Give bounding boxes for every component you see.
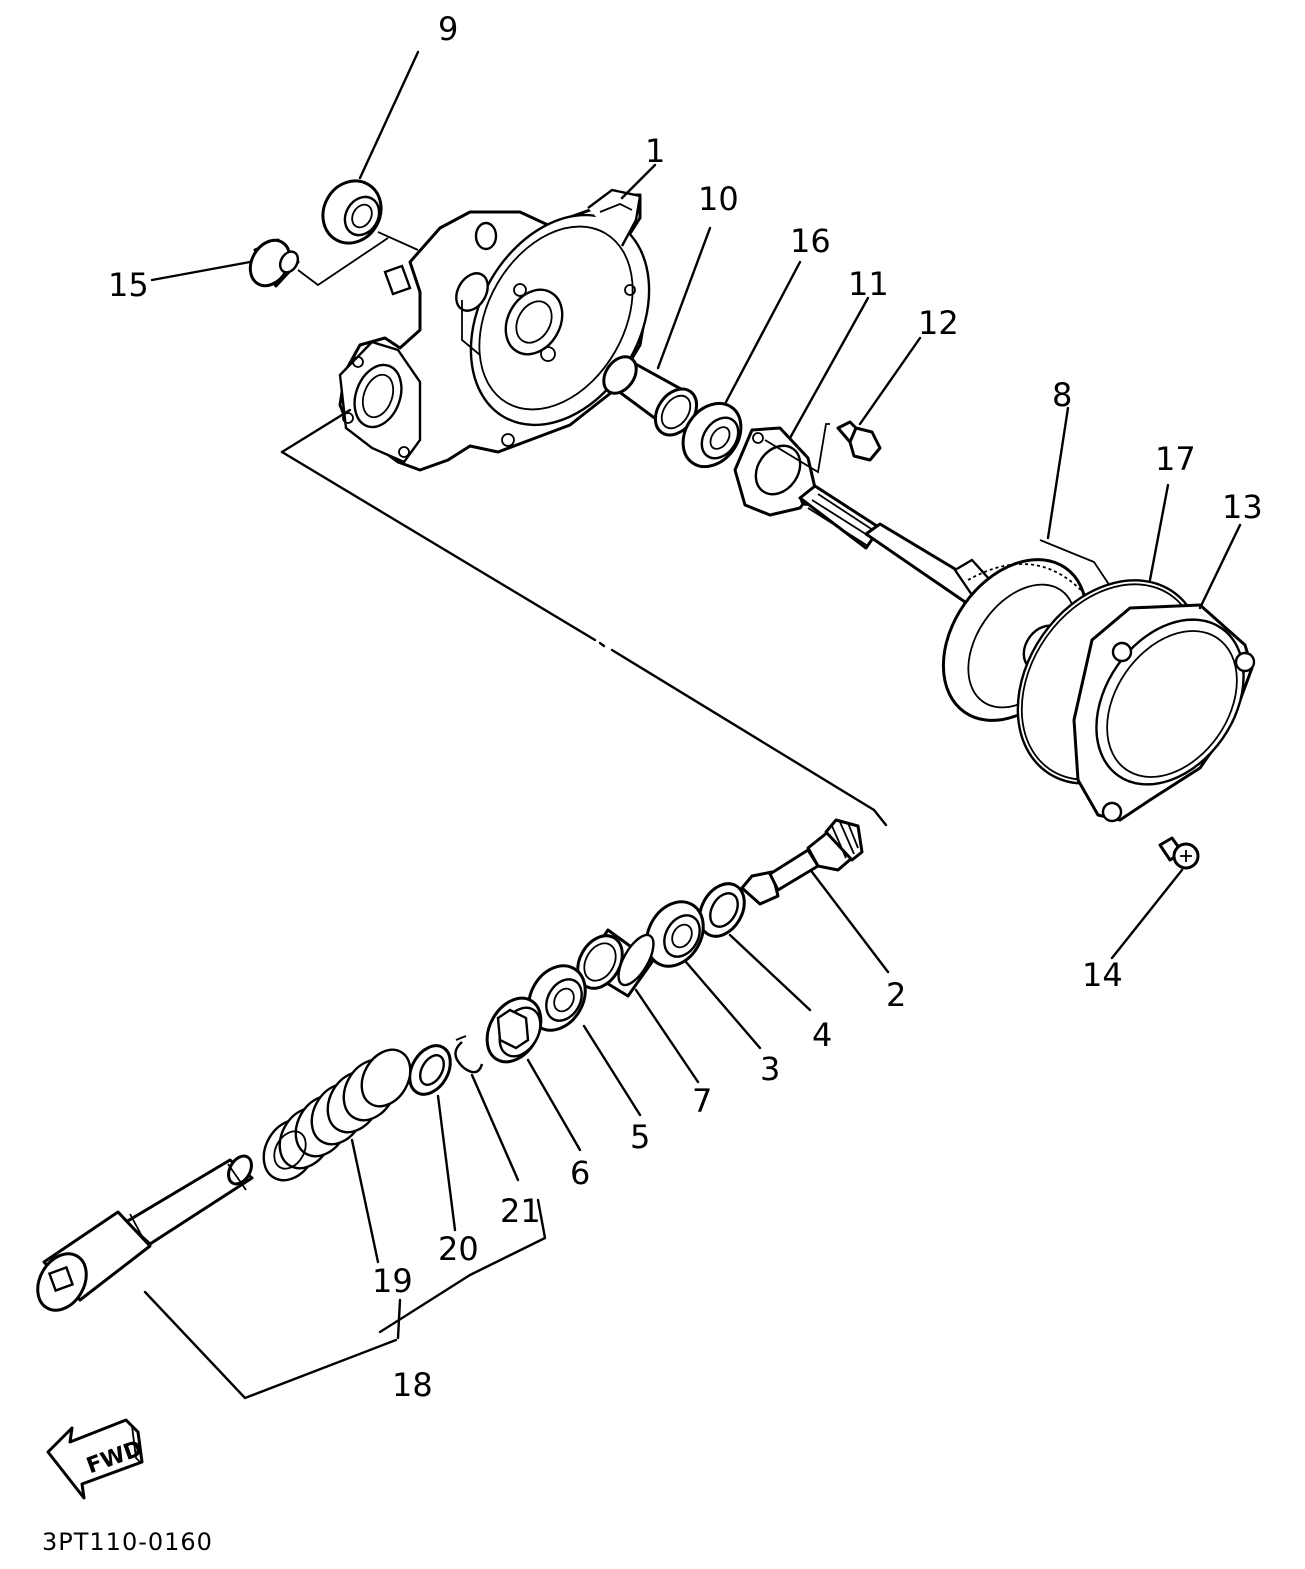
- label-14: 14: [1082, 956, 1123, 994]
- part-12-bolt: [836, 420, 882, 462]
- leader-5: [582, 1024, 642, 1117]
- assembly-line-12: [764, 423, 830, 474]
- bracket-18-left: [143, 1290, 398, 1400]
- assembly-line-case-a: [280, 408, 352, 454]
- part-13-cover: [1072, 603, 1256, 823]
- label-19: 19: [372, 1262, 413, 1300]
- part-6-nut: [485, 996, 543, 1064]
- part-14-screw: [1158, 836, 1200, 870]
- assembly-line-9: [377, 231, 419, 251]
- leader-21: [470, 1073, 520, 1182]
- part-18-drive-shaft: [36, 1154, 254, 1312]
- leader-19: [350, 1138, 380, 1264]
- label-9: 9: [438, 10, 458, 48]
- label-11: 11: [848, 265, 889, 303]
- label-5: 5: [630, 1118, 650, 1156]
- assembly-line-case-c: [610, 648, 888, 827]
- label-16: 16: [790, 222, 831, 260]
- part-9-bearing: [321, 179, 383, 245]
- leader-13: [1198, 523, 1242, 610]
- part-7-sleeve: [576, 928, 655, 998]
- part-5-bearing: [527, 964, 587, 1032]
- part-2-pinion: [740, 818, 864, 906]
- label-6: 6: [570, 1154, 590, 1192]
- assembly-line-15: [297, 237, 389, 287]
- leader-12: [858, 336, 922, 426]
- label-10: 10: [698, 180, 739, 218]
- leader-8: [1046, 406, 1070, 540]
- part-20-washer: [408, 1044, 452, 1096]
- label-2: 2: [886, 976, 906, 1014]
- part-19-spring: [262, 1048, 412, 1182]
- leader-14: [1110, 868, 1184, 960]
- part-11-plate: [733, 426, 817, 517]
- leader-16: [724, 260, 802, 404]
- label-8: 8: [1052, 376, 1072, 414]
- label-1: 1: [645, 132, 665, 170]
- bracket-18-right: [468, 1198, 547, 1277]
- leader-11: [788, 296, 870, 440]
- leader-6: [526, 1058, 582, 1152]
- assembly-line-case-b: [280, 450, 597, 642]
- part-16-bearing: [681, 401, 743, 469]
- leader-7: [634, 988, 700, 1084]
- leader-2: [810, 870, 890, 974]
- part-4-washer: [698, 882, 746, 938]
- leader-4: [728, 933, 812, 1012]
- leader-18: [396, 1298, 402, 1340]
- label-21: 21: [500, 1192, 541, 1230]
- leader-10: [656, 226, 712, 370]
- label-17: 17: [1155, 440, 1196, 478]
- assembly-line-dot: [598, 641, 606, 648]
- label-4: 4: [812, 1016, 832, 1054]
- part-3-bearing: [645, 900, 705, 968]
- label-20: 20: [438, 1230, 479, 1268]
- leader-20: [436, 1094, 457, 1232]
- leader-1: [620, 163, 657, 200]
- label-18: 18: [392, 1366, 433, 1404]
- part-21-circlip: [454, 1035, 484, 1074]
- part-10-sleeve: [602, 355, 699, 437]
- leader-17: [1148, 483, 1170, 582]
- diagram-code: 3PT110-0160: [42, 1528, 213, 1556]
- label-7: 7: [692, 1082, 712, 1120]
- label-3: 3: [760, 1050, 780, 1088]
- part-1-gear-case: [338, 188, 651, 472]
- label-12: 12: [918, 304, 959, 342]
- fwd-arrow-icon: FWD: [46, 1418, 146, 1500]
- label-13: 13: [1222, 488, 1263, 526]
- leader-15: [150, 260, 252, 282]
- bracket-18-mid: [378, 1273, 472, 1334]
- leader-9: [358, 50, 420, 180]
- leader-3: [684, 960, 762, 1050]
- label-15: 15: [108, 266, 149, 304]
- part-15-collar: [248, 238, 300, 288]
